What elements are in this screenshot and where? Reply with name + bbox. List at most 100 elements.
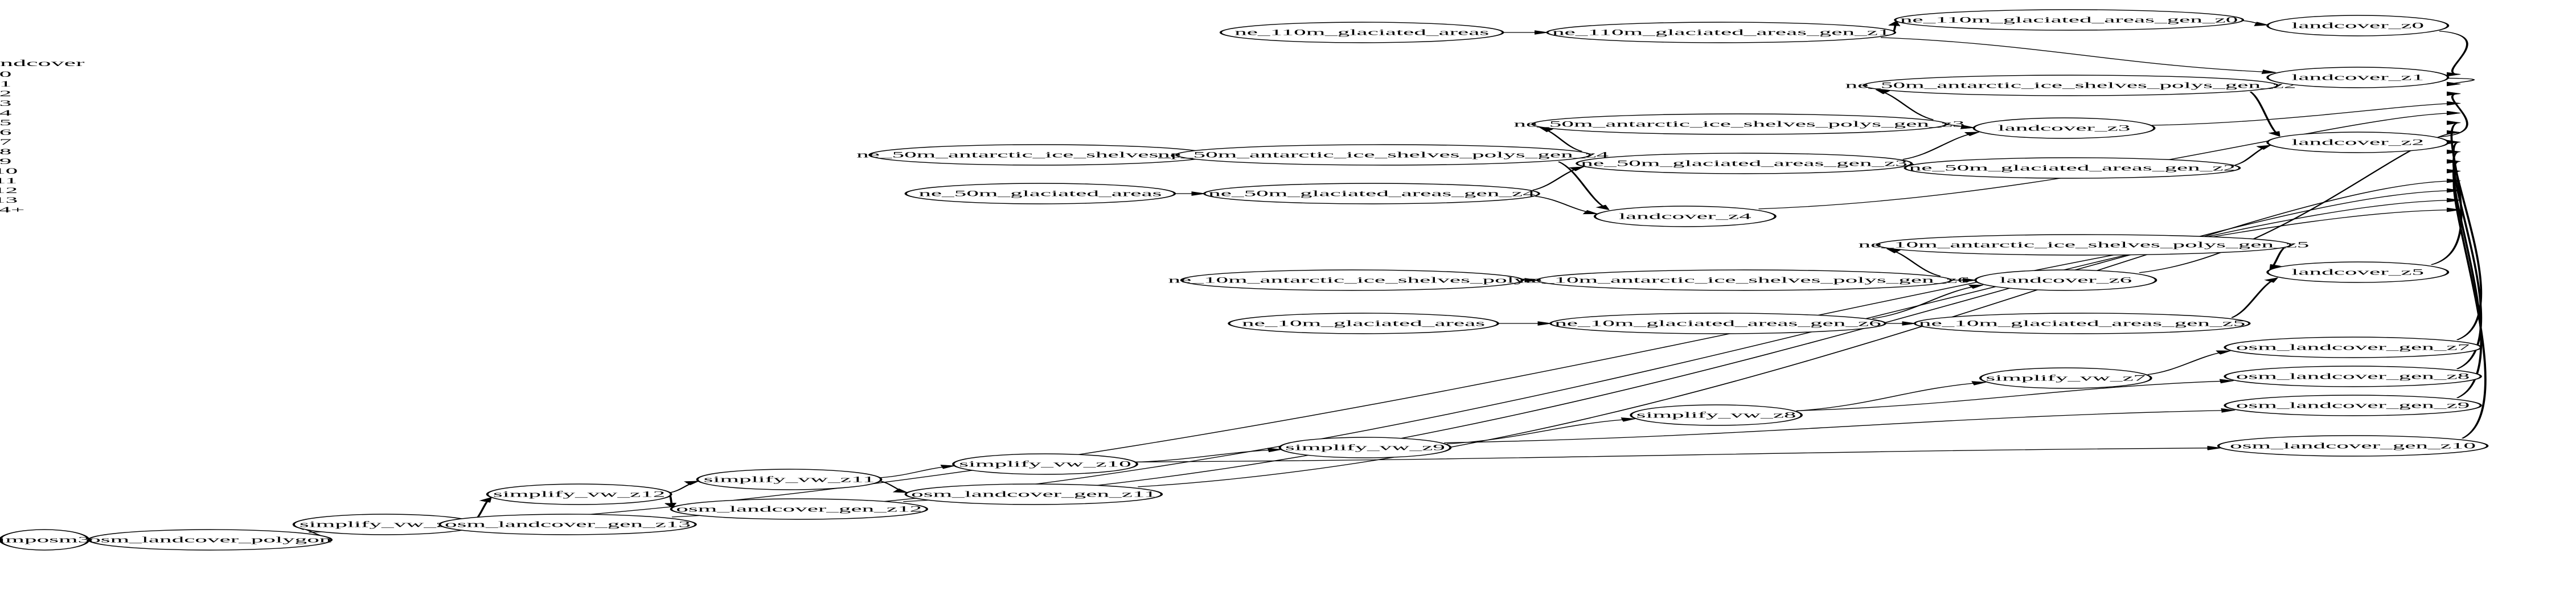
graph-node-ne-10m-glaciated-areas[interactable]: ne_10m_glaciated_areas — [1228, 313, 1499, 334]
graph-node-ne-10m-antarctic-ice-shelves-polys[interactable]: ne_10m_antarctic_ice_shelves_polys — [1168, 269, 1536, 291]
graph-edge — [2249, 91, 2280, 136]
graph-edge — [1894, 22, 1896, 31]
table-row-label: z12 — [0, 185, 18, 195]
graph-edge — [1557, 161, 1609, 210]
node-ellipse — [2224, 366, 2482, 387]
node-ellipse — [1876, 234, 2292, 256]
graph-node-landcover-z3[interactable]: landcover_z3 — [1972, 117, 2156, 139]
node-ellipse — [2217, 435, 2489, 457]
node-label: landcover_z0 — [2291, 20, 2424, 30]
graph-node-ne-110m-glaciated-areas[interactable]: ne_110m_glaciated_areas — [1219, 22, 1504, 43]
node-label: ne_50m_glaciated_areas_gen_z3 — [1581, 158, 1908, 168]
node-ellipse — [1180, 269, 1524, 291]
node-label: osm_landcover_gen_z11 — [911, 489, 1156, 499]
node-label: osm_landcover_gen_z13 — [445, 519, 691, 529]
graph-node-osm-landcover-gen-z11[interactable]: osm_landcover_gen_z11 — [904, 483, 1163, 505]
graph-edge — [1880, 37, 2275, 72]
graph-node-ne-10m-antarctic-ice-shelves-polys-gen-z5[interactable]: ne_10m_antarctic_ice_shelves_polys_gen_z… — [1859, 234, 2310, 256]
graph-node-landcover-z2[interactable]: landcover_z2 — [2266, 132, 2450, 153]
node-ellipse — [2266, 15, 2450, 36]
node-ellipse — [1546, 22, 1897, 43]
graph-edge — [1872, 285, 1982, 319]
graph-node-osm-landcover-gen-z7[interactable]: osm_landcover_gen_z7 — [2224, 337, 2482, 358]
node-ellipse — [1549, 313, 1886, 334]
graph-edge — [1945, 124, 1974, 128]
node-ellipse — [1894, 9, 2245, 31]
graph-node-ne-50m-glaciated-areas-gen-z4[interactable]: ne_50m_glaciated_areas_gen_z4 — [1203, 183, 1540, 204]
graph-edge — [2430, 123, 2463, 265]
graph-node-landcover-z0[interactable]: landcover_z0 — [2266, 15, 2450, 36]
graph-node-osm-landcover-polygon[interactable]: osm_landcover_polygon — [87, 529, 333, 551]
node-label: landcover_z4 — [1619, 211, 1751, 221]
graph-node-ne-110m-glaciated-areas-gen-z1[interactable]: ne_110m_glaciated_areas_gen_z1 — [1546, 22, 1897, 43]
node-label: ne_50m_glaciated_areas — [918, 188, 1162, 198]
graph-edge — [903, 191, 2459, 502]
graph-node-simplify-vw-z11[interactable]: simplify_vw_z11 — [696, 469, 883, 490]
graph-node-simplify-vw-z9[interactable]: simplify_vw_z9 — [1278, 437, 1452, 458]
node-label: osm_landcover_gen_z7 — [2236, 342, 2470, 352]
node-ellipse — [1593, 206, 1777, 227]
table-row-label: z13 — [0, 195, 18, 204]
graph-node-simplify-vw-z12[interactable]: simplify_vw_z12 — [486, 483, 672, 505]
graph-node-ne-50m-antarctic-ice-shelves-polys-gen-z3[interactable]: ne_50m_antarctic_ice_shelves_polys_gen_z… — [1513, 113, 1964, 135]
graph-edge — [1135, 449, 1281, 463]
node-label: imposm3 — [0, 535, 90, 544]
graph-node-ne-50m-glaciated-areas[interactable]: ne_50m_glaciated_areas — [904, 183, 1176, 204]
node-label: ne_10m_antarctic_ice_shelves_polys_gen_z… — [1519, 275, 1970, 285]
nodes-layer: imposm3osm_landcover_polygonsimplify_vw_… — [0, 9, 2489, 551]
graph-node-landcover-z6[interactable]: landcover_z6 — [1974, 269, 2157, 291]
node-label: landcover_z5 — [2291, 267, 2424, 277]
graph-node-landcover-z4[interactable]: landcover_z4 — [1593, 206, 1777, 227]
node-label: simplify_vw_z9 — [1285, 442, 1445, 452]
node-label: ne_10m_antarctic_ice_shelves_polys_gen_z… — [1859, 240, 2310, 249]
graph-node-ne-50m-glaciated-areas-gen-z3[interactable]: ne_50m_glaciated_areas_gen_z3 — [1576, 153, 1913, 174]
node-label: osm_landcover_gen_z10 — [2230, 441, 2476, 450]
graph-node-simplify-vw-z13[interactable]: simplify_vw_z13 — [292, 514, 479, 535]
graph-node-simplify-vw-z8[interactable]: simplify_vw_z8 — [1630, 404, 1803, 426]
graph-node-landcover-z5[interactable]: landcover_z5 — [2266, 261, 2450, 283]
graph-edge — [1796, 381, 2233, 411]
graph-node-landcover-z1[interactable]: landcover_z1 — [2266, 67, 2450, 88]
graph-node-simplify-vw-z10[interactable]: simplify_vw_z10 — [952, 453, 1138, 475]
node-ellipse — [2224, 395, 2482, 416]
table-row-label: z14+ — [0, 204, 24, 214]
graph-edge — [2242, 20, 2268, 25]
node-label: ne_50m_glaciated_areas_gen_z2 — [1909, 163, 2236, 173]
graph-node-ne-50m-antarctic-ice-shelves-polys-gen-z2[interactable]: ne_50m_antarctic_ice_shelves_polys_gen_z… — [1845, 75, 2296, 96]
graph-node-ne-10m-glaciated-areas-gen-z5[interactable]: ne_10m_glaciated_areas_gen_z5 — [1913, 313, 2251, 334]
node-ellipse — [670, 498, 929, 520]
graph-node-ne-10m-glaciated-areas-gen-z6[interactable]: ne_10m_glaciated_areas_gen_z6 — [1549, 313, 1886, 334]
graph-node-imposm3[interactable]: imposm3 — [0, 529, 90, 551]
layer-landcover-table: layer_landcoverz0z1z2z3z4z5z6z7z8z9z10z1… — [0, 58, 85, 214]
node-label: simplify_vw_z7 — [1986, 373, 2146, 383]
graph-edge — [1758, 113, 2459, 210]
graph-node-osm-landcover-gen-z10[interactable]: osm_landcover_gen_z10 — [2217, 435, 2489, 457]
node-label: ne_10m_glaciated_areas_gen_z5 — [1919, 318, 2246, 328]
node-ellipse — [904, 483, 1163, 505]
node-label: landcover_z2 — [2291, 137, 2424, 147]
table-row-label: z2 — [0, 88, 11, 98]
graph-edge — [1902, 132, 1979, 160]
graph-node-osm-landcover-gen-z12[interactable]: osm_landcover_gen_z12 — [670, 498, 929, 520]
graph-node-simplify-vw-z7[interactable]: simplify_vw_z7 — [1979, 367, 2152, 389]
graph-node-osm-landcover-gen-z13[interactable]: osm_landcover_gen_z13 — [438, 514, 697, 535]
node-ellipse — [1203, 183, 1540, 204]
graph-node-ne-110m-glaciated-areas-gen-z0[interactable]: ne_110m_glaciated_areas_gen_z0 — [1894, 9, 2245, 31]
node-ellipse — [1219, 22, 1504, 43]
node-ellipse — [1576, 153, 1913, 174]
node-ellipse — [1904, 157, 2241, 179]
graph-edge — [670, 481, 698, 493]
table-row-label: z11 — [0, 175, 17, 185]
graph-node-ne-50m-glaciated-areas-gen-z2[interactable]: ne_50m_glaciated_areas_gen_z2 — [1904, 157, 2241, 179]
graph-node-osm-landcover-gen-z8[interactable]: osm_landcover_gen_z8 — [2224, 366, 2482, 387]
graph-node-osm-landcover-gen-z9[interactable]: osm_landcover_gen_z9 — [2224, 395, 2482, 416]
graph-node-ne-10m-antarctic-ice-shelves-polys-gen-z6[interactable]: ne_10m_antarctic_ice_shelves_polys_gen_z… — [1519, 269, 1970, 291]
graph-node-ne-50m-antarctic-ice-shelves-polys[interactable]: ne_50m_antarctic_ice_shelves_polys — [856, 144, 1224, 166]
node-label: ne_50m_antarctic_ice_shelves_polys_gen_z… — [1845, 80, 2296, 90]
graph-edge — [880, 466, 954, 478]
graph-edge — [1888, 249, 1941, 277]
graph-node-ne-50m-antarctic-ice-shelves-polys-gen-z4[interactable]: ne_50m_antarctic_ice_shelves_polys_gen_z… — [1158, 144, 1609, 166]
node-ellipse — [1228, 313, 1499, 334]
node-label: simplify_vw_z12 — [493, 489, 665, 499]
